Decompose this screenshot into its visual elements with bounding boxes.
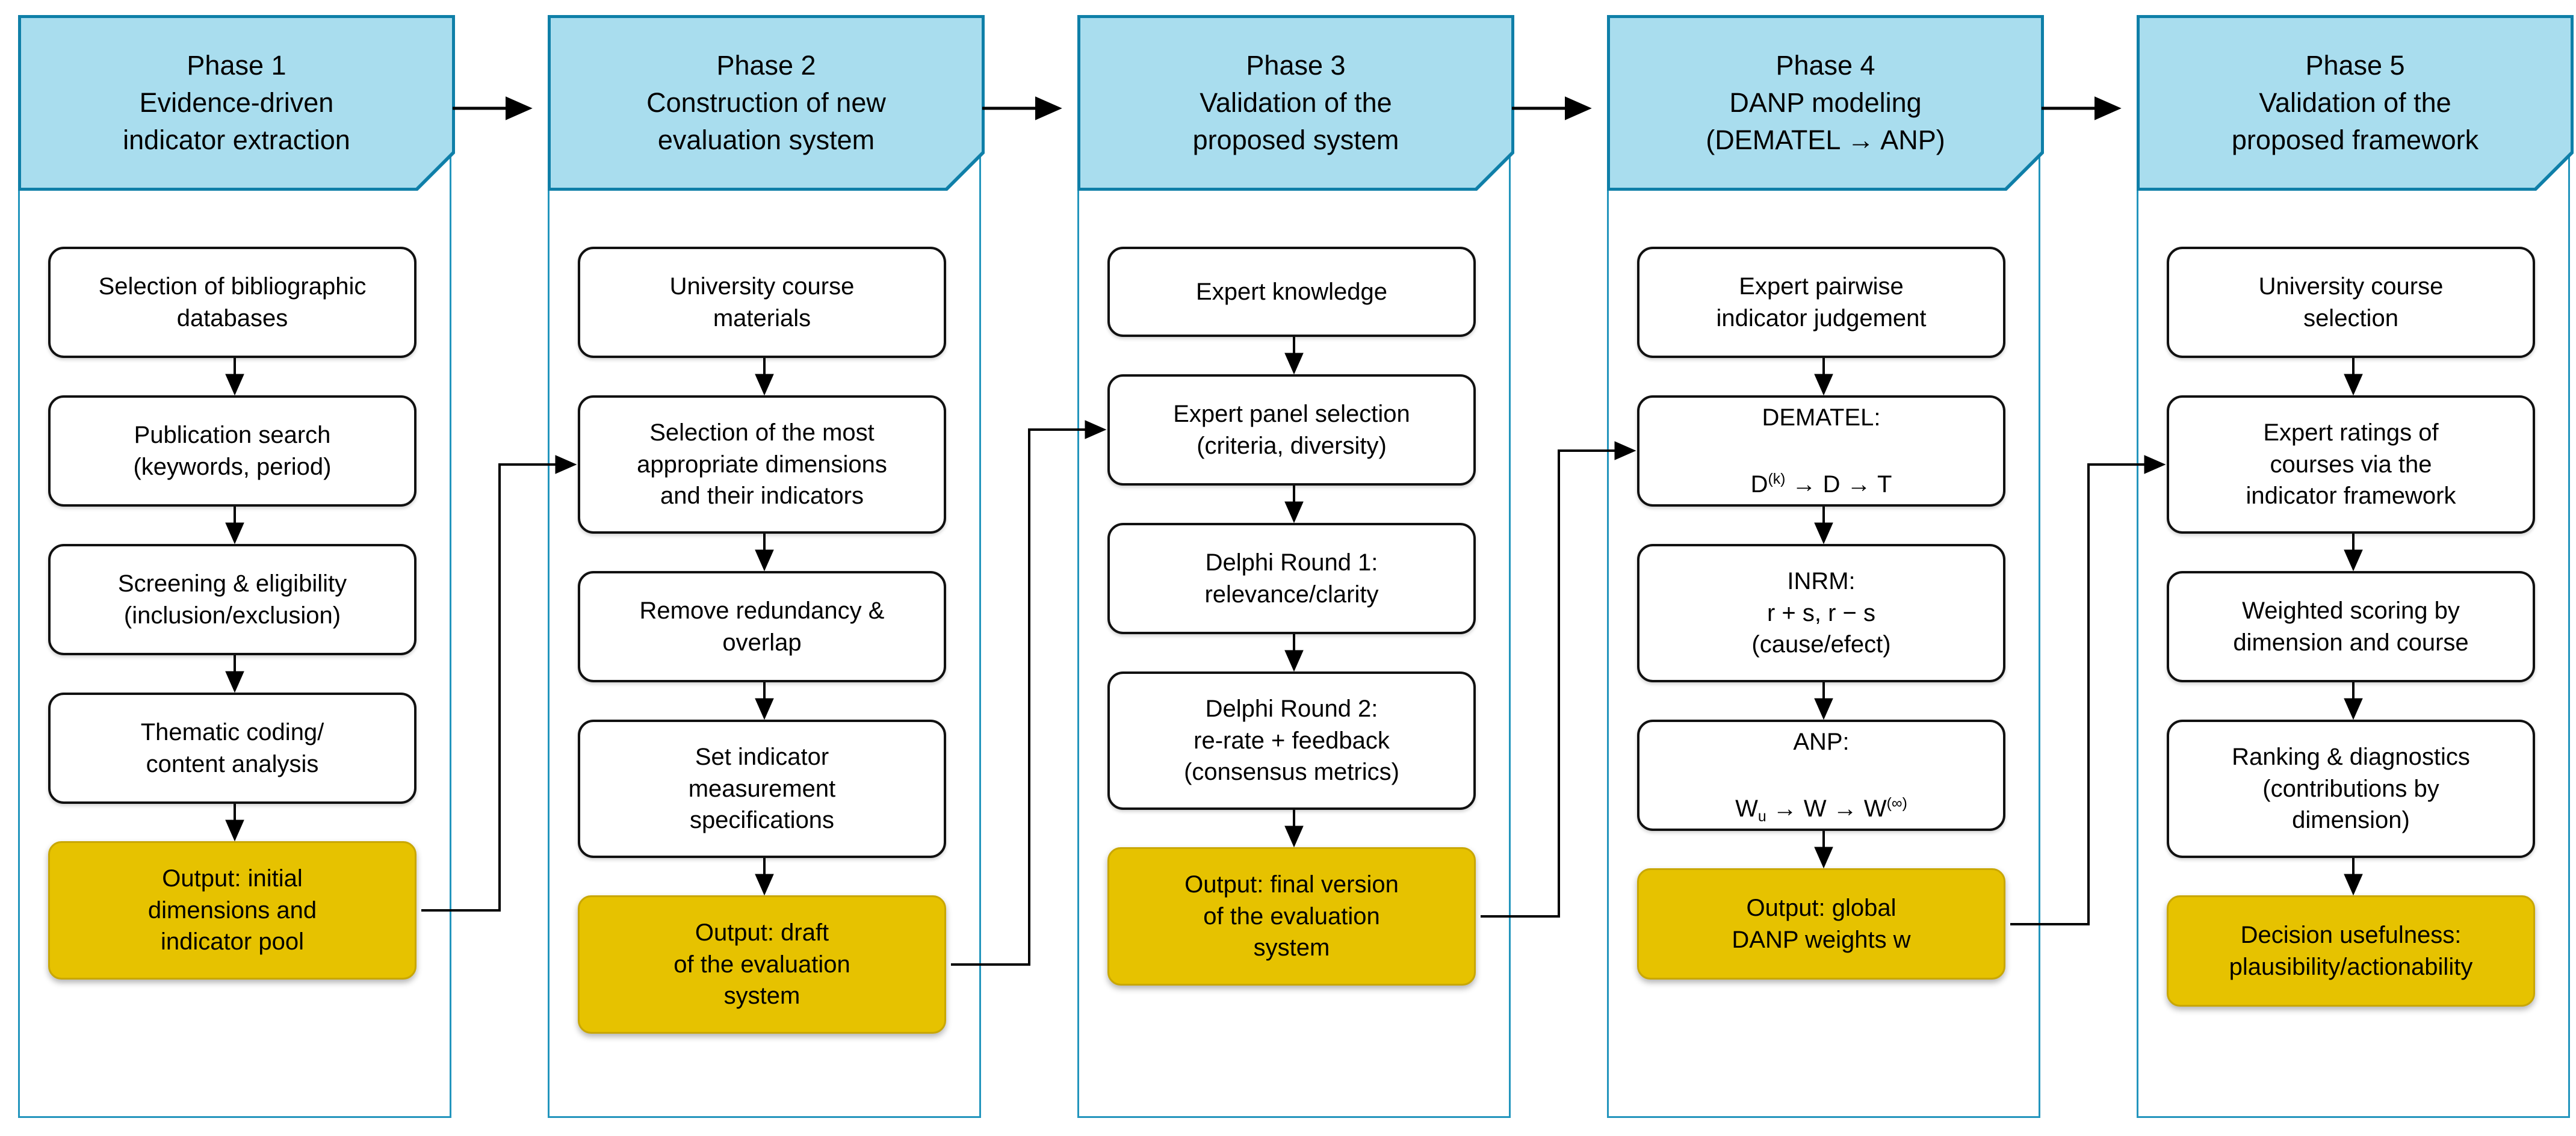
phase-2-output-label: Output: draft of the evaluation system bbox=[673, 919, 850, 1010]
phase-5-output: Decision usefulness: plausibility/action… bbox=[2167, 895, 2535, 1007]
phase-4-step-4-label: ANP: Wu → W → W(∞) bbox=[1639, 690, 2003, 861]
phase-4-step-3-label: INRM: r + s, r − s (cause/efect) bbox=[1751, 568, 1891, 658]
phase-3-output: Output: final version of the evaluation … bbox=[1107, 847, 1476, 986]
phase-5-step-1-label: University course selection bbox=[2258, 273, 2444, 332]
phase-4-step-1-label: Expert pairwise indicator judgement bbox=[1716, 273, 1927, 332]
phase-5-output-label: Decision usefulness: plausibility/action… bbox=[2229, 922, 2473, 980]
phase-2-header: Phase 2 Construction of new evaluation s… bbox=[548, 15, 985, 191]
phase-1-header-label: Phase 1 Evidence-driven indicator extrac… bbox=[21, 18, 452, 188]
phase-2-column: Phase 2 Construction of new evaluation s… bbox=[548, 15, 981, 1118]
phase-3-step-2: Expert panel selection (criteria, divers… bbox=[1107, 374, 1476, 486]
dematel-base: D bbox=[1750, 471, 1768, 498]
phase-2-step-4: Set indicator measurement specifications bbox=[578, 720, 946, 858]
phase-5-step-1: University course selection bbox=[2167, 247, 2535, 358]
phase-2-step-1: University course materials bbox=[578, 247, 946, 358]
phase-2-step-1-label: University course materials bbox=[669, 273, 855, 332]
phase-2-output: Output: draft of the evaluation system bbox=[578, 895, 946, 1034]
phase-5-header: Phase 5 Validation of the proposed frame… bbox=[2137, 15, 2574, 191]
phase-1-column: Phase 1 Evidence-driven indicator extrac… bbox=[18, 15, 451, 1118]
phase-1-step-2: Publication search (keywords, period) bbox=[48, 395, 416, 507]
phase-1-step-3: Screening & eligibility (inclusion/exclu… bbox=[48, 544, 416, 655]
phase-3-header: Phase 3 Validation of the proposed syste… bbox=[1077, 15, 1514, 191]
phase-1-step-2-label: Publication search (keywords, period) bbox=[133, 422, 332, 480]
phase-2-step-3: Remove redundancy & overlap bbox=[578, 571, 946, 682]
phase-4-output: Output: global DANP weights w bbox=[1637, 868, 2005, 980]
phase-4-header: Phase 4 DANP modeling (DEMATEL → ANP) bbox=[1607, 15, 2044, 191]
anp-sup: (∞) bbox=[1886, 795, 1907, 812]
phase-4-column: Phase 4 DANP modeling (DEMATEL → ANP) Ex… bbox=[1607, 15, 2040, 1118]
phase-2-step-2: Selection of the most appropriate dimens… bbox=[578, 395, 946, 534]
phase-2-step-4-label: Set indicator measurement specifications bbox=[688, 744, 836, 834]
phase-5-step-4: Ranking & diagnostics (contributions by … bbox=[2167, 720, 2535, 858]
phase-1-step-3-label: Screening & eligibility (inclusion/exclu… bbox=[117, 570, 347, 629]
dematel-sup: (k) bbox=[1768, 471, 1786, 488]
dematel-title: DEMATEL: bbox=[1762, 404, 1881, 431]
phase-3-step-4-label: Delphi Round 2: re-rate + feedback (cons… bbox=[1184, 696, 1399, 786]
phase-1-output-label: Output: initial dimensions and indicator… bbox=[147, 865, 317, 955]
phase-4-step-2: DEMATEL: D(k) → D → T bbox=[1637, 395, 2005, 507]
phase-4-header-label: Phase 4 DANP modeling (DEMATEL → ANP) bbox=[1610, 18, 2041, 188]
phase-5-step-3-label: Weighted scoring by dimension and course bbox=[2233, 597, 2469, 656]
phase-5-step-3: Weighted scoring by dimension and course bbox=[2167, 571, 2535, 682]
phase-3-step-1: Expert knowledge bbox=[1107, 247, 1476, 337]
phase-3-step-4: Delphi Round 2: re-rate + feedback (cons… bbox=[1107, 671, 1476, 810]
phase-5-step-2: Expert ratings of courses via the indica… bbox=[2167, 395, 2535, 534]
phase-3-step-2-label: Expert panel selection (criteria, divers… bbox=[1173, 401, 1410, 459]
phase-3-output-label: Output: final version of the evaluation … bbox=[1184, 871, 1399, 962]
phase-3-header-label: Phase 3 Validation of the proposed syste… bbox=[1080, 18, 1511, 188]
phase-5-step-2-label: Expert ratings of courses via the indica… bbox=[2246, 419, 2456, 510]
phase-4-step-2-label: DEMATEL: D(k) → D → T bbox=[1639, 366, 2003, 537]
dematel-rest: → D → T bbox=[1785, 471, 1892, 498]
phase-3-column: Phase 3 Validation of the proposed syste… bbox=[1077, 15, 1511, 1118]
phase-4-step-3: INRM: r + s, r − s (cause/efect) bbox=[1637, 544, 2005, 682]
phase-4-output-label: Output: global DANP weights w bbox=[1732, 895, 1911, 953]
phase-3-step-3: Delphi Round 1: relevance/clarity bbox=[1107, 523, 1476, 634]
phase-1-step-1: Selection of bibliographic databases bbox=[48, 247, 416, 358]
phase-4-step-1: Expert pairwise indicator judgement bbox=[1637, 247, 2005, 358]
anp-formula: Wu → W → W(∞) bbox=[1648, 793, 1995, 826]
phase-1-step-4-label: Thematic coding/ content analysis bbox=[140, 719, 324, 777]
phase-1-output: Output: initial dimensions and indicator… bbox=[48, 841, 416, 980]
phase-1-step-4: Thematic coding/ content analysis bbox=[48, 693, 416, 804]
anp-mid: → W → W bbox=[1766, 795, 1887, 822]
phase-3-step-3-label: Delphi Round 1: relevance/clarity bbox=[1204, 549, 1379, 608]
phase-1-step-1-label: Selection of bibliographic databases bbox=[98, 273, 367, 332]
anp-sub: u bbox=[1757, 809, 1766, 826]
phase-3-step-1-label: Expert knowledge bbox=[1196, 278, 1387, 305]
phase-4-step-4: ANP: Wu → W → W(∞) bbox=[1637, 720, 2005, 831]
dematel-formula: D(k) → D → T bbox=[1648, 469, 1995, 500]
phase-5-step-4-label: Ranking & diagnostics (contributions by … bbox=[2232, 744, 2470, 834]
phase-2-step-2-label: Selection of the most appropriate dimens… bbox=[637, 419, 887, 510]
phase-2-header-label: Phase 2 Construction of new evaluation s… bbox=[551, 18, 982, 188]
phase-5-column: Phase 5 Validation of the proposed frame… bbox=[2137, 15, 2570, 1118]
phase-5-header-label: Phase 5 Validation of the proposed frame… bbox=[2140, 18, 2571, 188]
phase-1-header: Phase 1 Evidence-driven indicator extrac… bbox=[18, 15, 455, 191]
anp-title: ANP: bbox=[1793, 728, 1850, 755]
anp-base: W bbox=[1735, 795, 1758, 822]
phase-2-step-3-label: Remove redundancy & overlap bbox=[639, 597, 885, 656]
